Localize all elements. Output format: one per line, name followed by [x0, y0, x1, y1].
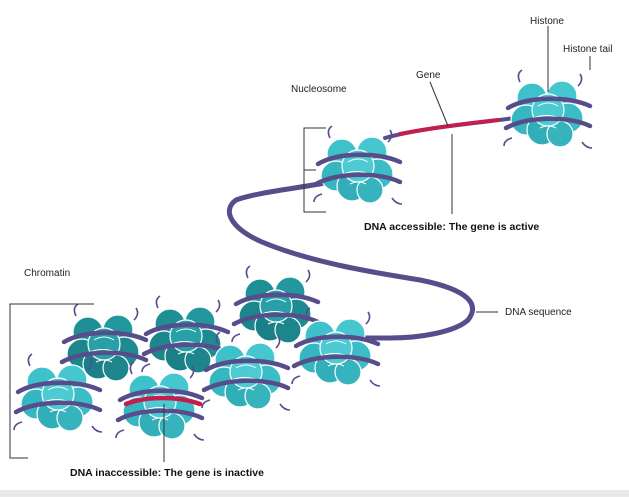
dna-sequence-label: DNA sequence	[505, 307, 572, 318]
dna-linker-strand	[226, 179, 475, 341]
nucleosome-bracket	[303, 127, 326, 213]
dna-inaccessible-label: DNA inaccessible: The gene is inactive	[70, 467, 264, 479]
gene-label: Gene	[416, 70, 441, 81]
dna-accessible-label: DNA accessible: The gene is active	[364, 221, 539, 233]
chromatin-label: Chromatin	[24, 268, 70, 279]
histone-label: Histone	[530, 16, 564, 27]
histone-tail-label: Histone tail	[563, 44, 612, 55]
chromatin-bracket	[9, 303, 94, 459]
gene-leader	[429, 81, 449, 127]
gene-region-inactive	[123, 395, 203, 407]
gene-region-active	[398, 118, 500, 136]
bottom-strip	[0, 490, 629, 497]
nucleosome-label: Nucleosome	[291, 84, 347, 95]
